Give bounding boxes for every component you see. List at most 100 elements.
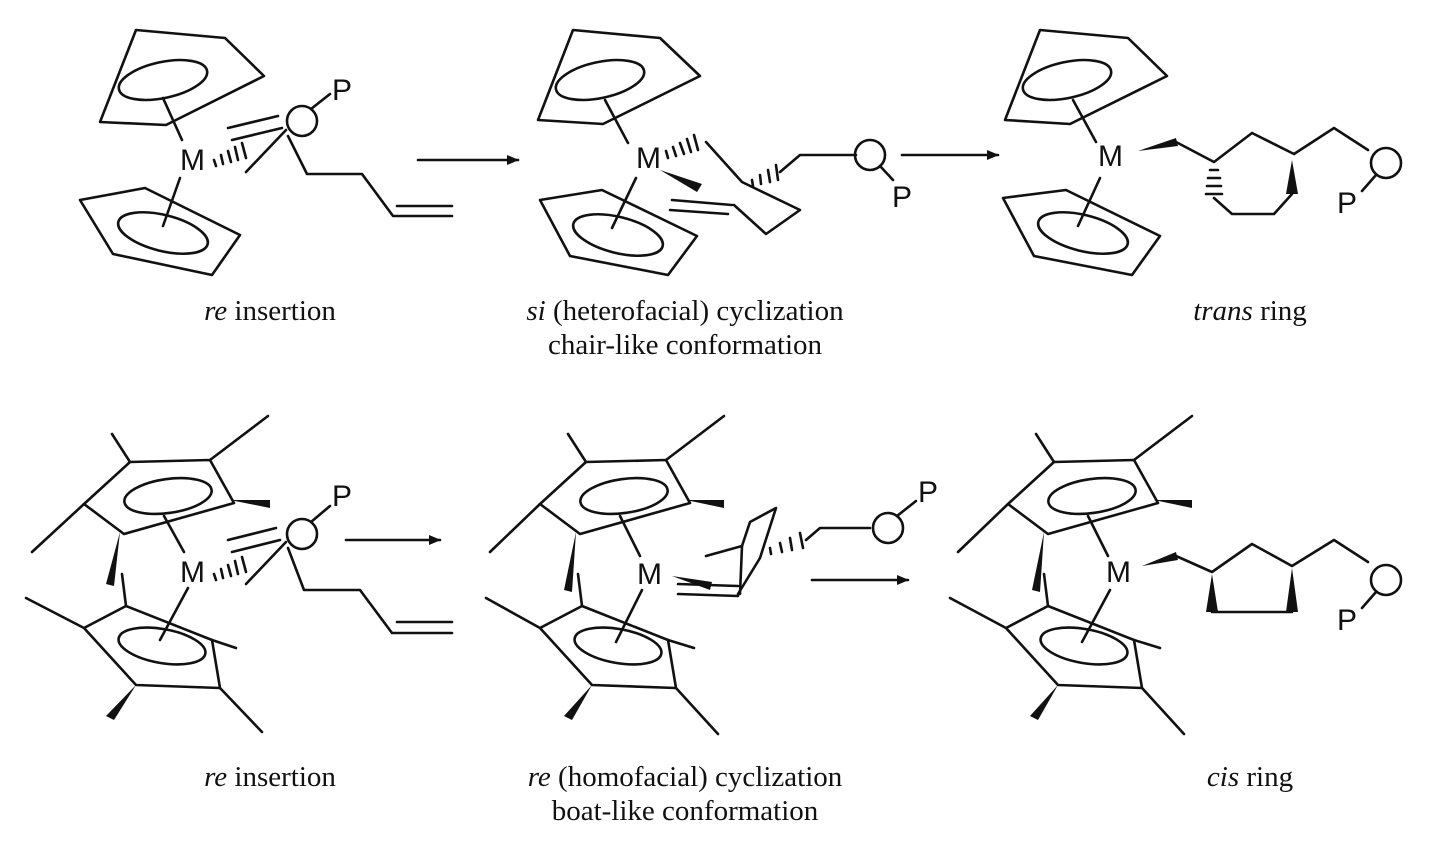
caption-text: ring	[1252, 295, 1307, 327]
solid-wedge	[1142, 552, 1178, 566]
methyl	[1132, 414, 1194, 462]
cp-ring-upper	[1003, 28, 1169, 126]
cpstar-ring-lower-circle	[1039, 626, 1129, 666]
chair-ring	[704, 140, 802, 236]
methyl	[576, 572, 584, 608]
cpstar-ring-lower	[538, 604, 678, 690]
methyl-wedge	[686, 500, 724, 508]
hashed-bond-chain	[768, 531, 805, 556]
cp-ring-lower-circle	[1036, 210, 1130, 256]
ring-chain	[1174, 126, 1370, 164]
bottom-cis-product: M P	[948, 414, 1403, 736]
chain-to-bead	[804, 526, 872, 542]
bead-p-bond	[309, 504, 332, 524]
double-bond-b	[230, 126, 284, 142]
chair-double-b	[668, 208, 730, 216]
boat-double-b	[676, 592, 740, 598]
cp-m-bond-lower	[158, 586, 190, 642]
methyl	[24, 596, 86, 630]
metal-atom: M	[1098, 140, 1123, 173]
cpstar-ring-lower-circle	[573, 626, 663, 666]
methyl	[674, 686, 720, 736]
bead-p-bond	[1360, 173, 1378, 193]
solid-wedge	[660, 170, 702, 192]
methyl	[566, 432, 588, 464]
solid-wedge-ring	[1286, 568, 1298, 612]
cp-m-bond-lower	[1080, 588, 1112, 644]
hashed-bond-chain	[750, 163, 780, 188]
caption-prefix: re	[527, 761, 551, 793]
hashed-bond	[212, 141, 248, 168]
bead-p-bond	[309, 92, 332, 111]
cpstar-ring-upper	[538, 458, 692, 536]
methyl	[110, 432, 132, 464]
caption-line2: boat-like conformation	[551, 795, 819, 827]
top-trans-product: M P	[1001, 28, 1403, 277]
caption-prefix: cis	[1206, 761, 1240, 793]
cp-ring-lower	[78, 186, 242, 277]
methyl	[488, 502, 542, 554]
methyl	[948, 596, 1008, 630]
boat-ring	[704, 506, 778, 596]
methyl	[956, 502, 1010, 554]
metal-atom: M	[180, 556, 205, 589]
caption-text: (heterofacial) cyclization	[545, 295, 844, 327]
polymer-label: P	[892, 181, 912, 214]
cpstar-ring-lower-circle	[117, 626, 207, 666]
caption-prefix: trans	[1193, 295, 1253, 327]
double-bond-b	[230, 538, 282, 554]
cp-ring-upper	[536, 28, 702, 126]
methyl	[1132, 638, 1162, 650]
methyl	[1140, 686, 1186, 736]
cyclopentane-lower	[1212, 192, 1294, 216]
cpstar-ring-upper-circle	[123, 476, 213, 516]
bead-p-bond	[895, 499, 918, 518]
methyl	[30, 502, 86, 554]
caption-prefix: re	[204, 295, 228, 327]
cp-m-bond-upper	[1086, 514, 1110, 558]
methyl-wedge	[564, 532, 576, 592]
caption-prefix: si	[526, 295, 546, 327]
methyl	[120, 572, 128, 608]
methyl-wedge	[1030, 685, 1058, 720]
polymer-label: P	[332, 480, 352, 513]
caption-line2: chair-like conformation	[548, 329, 822, 361]
ring-chain	[1174, 538, 1370, 574]
methyl-wedge	[1154, 500, 1192, 508]
cp-m-bond-upper	[1071, 98, 1098, 144]
hashed-bond	[212, 555, 248, 582]
boat-double-a	[676, 582, 740, 588]
methyl-wedge	[1032, 532, 1044, 592]
solid-wedge-ring	[1286, 160, 1298, 194]
polymer-label: P	[918, 476, 938, 509]
solid-wedge-ring	[1206, 574, 1218, 612]
cp-m-bond-lower	[1076, 176, 1102, 228]
cp-m-bond-lower	[614, 588, 644, 644]
chair-double-a	[670, 198, 734, 207]
polymer-bead	[853, 138, 887, 172]
cpstar-ring-upper-circle	[579, 476, 669, 516]
polymer-label: P	[332, 74, 352, 107]
pentenyl-chain	[286, 134, 454, 218]
methyl-wedge	[564, 685, 592, 720]
methyl	[218, 686, 264, 734]
methyl	[1034, 432, 1056, 464]
double-bond-a	[226, 526, 278, 542]
solid-wedge	[1138, 138, 1178, 151]
metal-atom: M	[636, 142, 661, 175]
polymer-bead	[871, 511, 905, 545]
bead-p-bond	[1360, 590, 1378, 610]
bottom-boat-complex: M P	[484, 414, 938, 736]
polymer-bead	[1369, 563, 1403, 597]
metal-atom: M	[637, 558, 662, 591]
cp-ring-lower-circle	[571, 212, 665, 258]
caption-bottom-insertion: re insertion	[150, 760, 390, 794]
cpstar-ring-upper	[1006, 458, 1160, 536]
methyl-wedge	[230, 500, 270, 508]
methyl-wedge	[106, 685, 136, 720]
caption-bottom-ring: cis ring	[1150, 760, 1350, 794]
cp-ring-upper	[98, 28, 266, 127]
cp-ring-upper-circle	[117, 58, 209, 102]
m-ch2-bond	[244, 128, 288, 174]
